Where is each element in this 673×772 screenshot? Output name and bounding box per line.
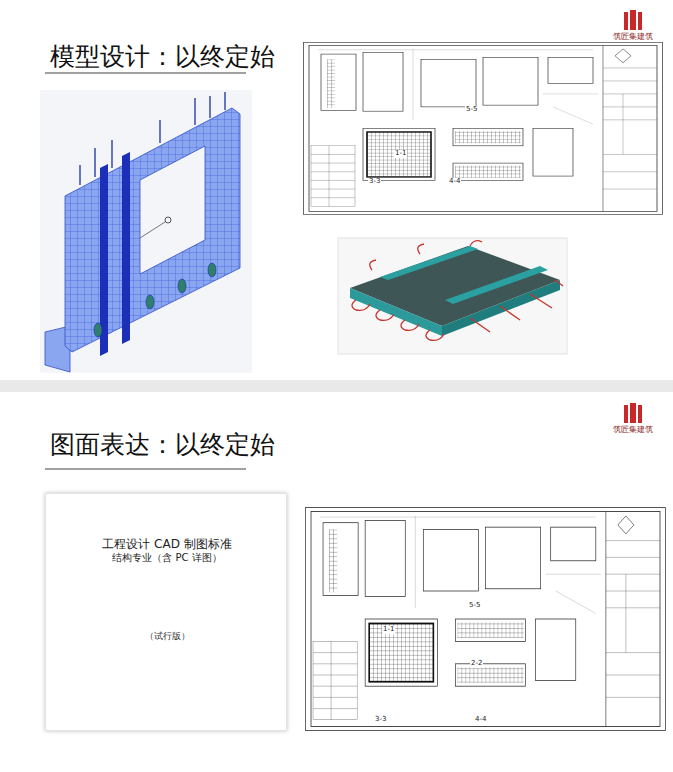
logo-text: 筑匠集建筑	[612, 33, 654, 42]
slide-panel: 图面表达：以终定始工程设计 CAD 制图标准结构专业（含 PC 详图） （试行版）	[0, 392, 673, 772]
section-label: 2-2	[470, 660, 483, 668]
section-label: 1-1	[394, 150, 407, 158]
document-card: 工程设计 CAD 制图标准结构专业（含 PC 详图） （试行版）	[45, 493, 287, 731]
slide-panel: 模型设计：以终定始	[0, 0, 673, 380]
document-text: 结构专业（含 PC 详图）	[112, 551, 221, 565]
section-label: 1-1	[382, 626, 395, 634]
section-label: 3-3	[374, 716, 387, 724]
section-label: 5-5	[468, 602, 481, 610]
section-label: 4-4	[448, 178, 461, 186]
document-text: 工程设计 CAD 制图标准	[102, 536, 231, 553]
panel-heading: 模型设计：以终定始	[50, 40, 275, 73]
section-label: 4-4	[474, 716, 487, 724]
section-label: 3-3	[368, 178, 381, 186]
panel-heading: 图面表达：以终定始	[50, 428, 275, 461]
logo-text: 筑匠集建筑	[612, 426, 654, 435]
section-label: 5-5	[465, 106, 478, 114]
document-text: （试行版）	[145, 630, 190, 643]
